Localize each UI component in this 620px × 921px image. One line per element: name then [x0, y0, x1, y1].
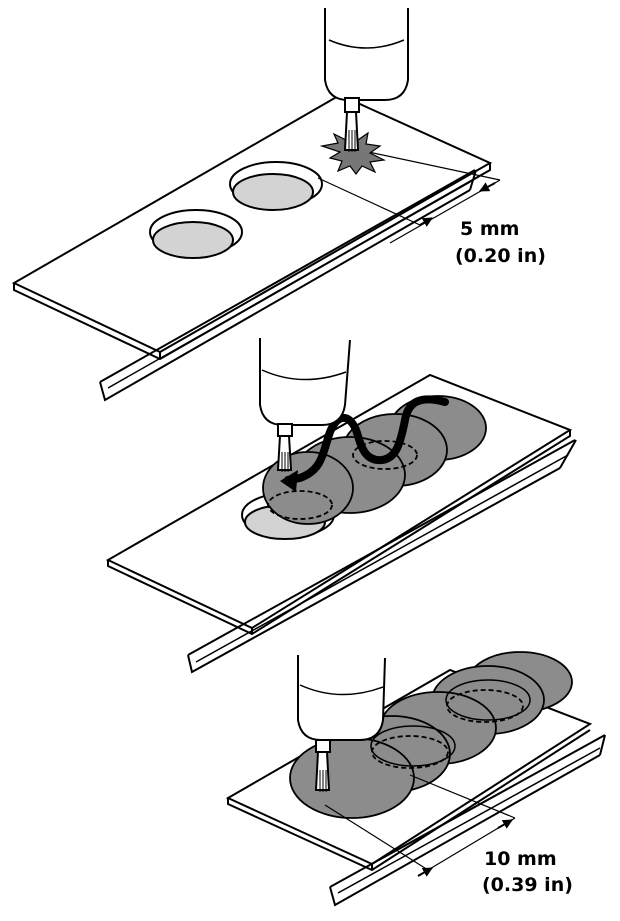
fastener-hole	[149, 209, 243, 259]
step-1-dimension-lines	[317, 147, 501, 244]
step-3-panel-assembly: 10 mm (0.39 in)	[225, 651, 606, 907]
sealant-gun-icon	[324, 8, 409, 152]
step-3-dimension-imperial: (0.39 in)	[482, 874, 573, 896]
sealant-gun-icon	[259, 338, 351, 472]
step-2-panel-assembly	[105, 338, 577, 674]
spark-icon	[319, 131, 386, 175]
fastener-hole	[229, 161, 323, 211]
step-1-dimension-metric: 5 mm	[460, 218, 519, 240]
direction-arrow-icon	[280, 395, 449, 492]
step-3-dimension-lines	[324, 774, 516, 877]
step-1-dimension-imperial: (0.20 in)	[455, 245, 546, 267]
step-3-dimension-metric: 10 mm	[484, 848, 557, 870]
step-1-panel-assembly: 5 mm (0.20 in)	[11, 8, 546, 402]
sealant-gun-icon	[297, 655, 386, 792]
